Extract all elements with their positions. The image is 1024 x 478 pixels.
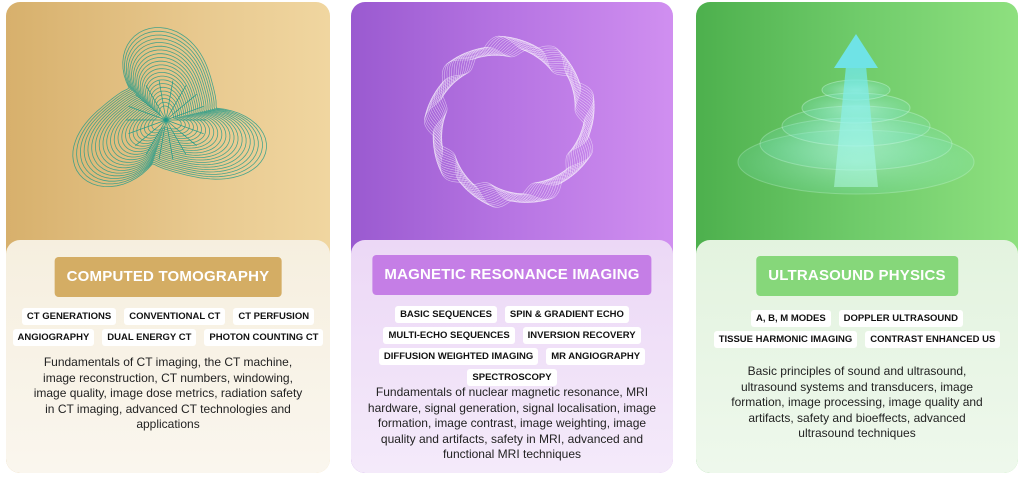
tag: PHOTON COUNTING CT <box>204 329 324 346</box>
card-computed-tomography[interactable]: COMPUTED TOMOGRAPHY CT GENERATIONS CONVE… <box>6 2 330 473</box>
tag-list: BASIC SEQUENCES SPIN & GRADIENT ECHO MUL… <box>351 306 673 390</box>
tag-list: A, B, M MODES DOPPLER ULTRASOUND TISSUE … <box>696 310 1018 352</box>
card-title[interactable]: MAGNETIC RESONANCE IMAGING <box>372 255 652 295</box>
tag: CT PERFUSION <box>233 308 315 325</box>
card-panel: COMPUTED TOMOGRAPHY CT GENERATIONS CONVE… <box>6 240 330 473</box>
tag: DUAL ENERGY CT <box>102 329 197 346</box>
tag: SPECTROSCOPY <box>467 369 557 386</box>
tag: ANGIOGRAPHY <box>12 329 95 346</box>
card-description: Fundamentals of CT imaging, the CT machi… <box>33 355 303 431</box>
card-description: Basic principles of sound and ultrasound… <box>731 364 983 440</box>
tag: BASIC SEQUENCES <box>395 306 497 323</box>
tag: A, B, M MODES <box>750 310 831 327</box>
tag: CT GENERATIONS <box>21 308 117 325</box>
tag: MR ANGIOGRAPHY <box>546 348 646 365</box>
tag: INVERSION RECOVERY <box>522 327 641 344</box>
tag: DOPPLER ULTRASOUND <box>838 310 964 327</box>
teal-wireframe-blob-icon <box>6 2 330 242</box>
card-panel: MAGNETIC RESONANCE IMAGING BASIC SEQUENC… <box>351 240 673 473</box>
tag: TISSUE HARMONIC IMAGING <box>713 331 858 348</box>
tag: SPIN & GRADIENT ECHO <box>504 306 629 323</box>
tag-list: CT GENERATIONS CONVENTIONAL CT CT PERFUS… <box>6 308 330 350</box>
white-wave-ring-icon <box>351 2 673 242</box>
card-title[interactable]: COMPUTED TOMOGRAPHY <box>54 257 282 297</box>
card-ultrasound-physics[interactable]: ULTRASOUND PHYSICS A, B, M MODES DOPPLER… <box>696 2 1018 473</box>
tag: CONVENTIONAL CT <box>124 308 226 325</box>
card-title[interactable]: ULTRASOUND PHYSICS <box>756 256 958 296</box>
tag: CONTRAST ENHANCED US <box>865 331 1001 348</box>
cyan-cone-arrow-icon <box>696 2 1018 242</box>
tag: DIFFUSION WEIGHTED IMAGING <box>378 348 539 365</box>
card-description: Fundamentals of nuclear magnetic resonan… <box>367 385 657 461</box>
card-panel: ULTRASOUND PHYSICS A, B, M MODES DOPPLER… <box>696 240 1018 473</box>
tag: MULTI-ECHO SEQUENCES <box>383 327 515 344</box>
card-magnetic-resonance-imaging[interactable]: MAGNETIC RESONANCE IMAGING BASIC SEQUENC… <box>351 2 673 473</box>
